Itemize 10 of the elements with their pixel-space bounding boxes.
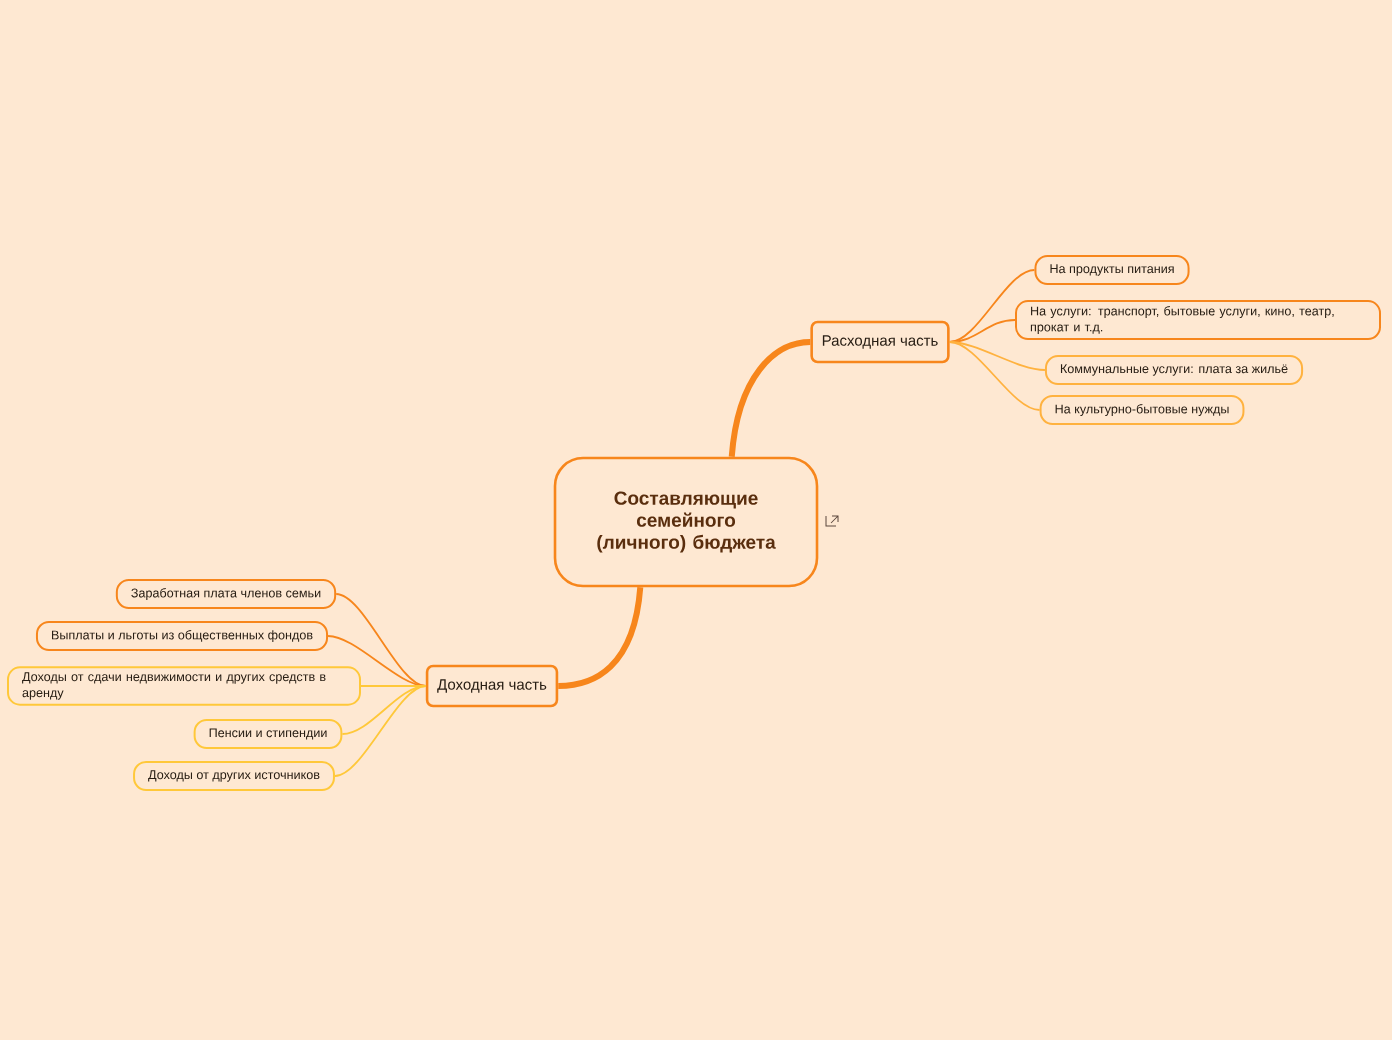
- connector: [335, 593, 427, 687]
- connector: [948, 341, 1046, 371]
- connector: [948, 341, 1041, 411]
- connector: [728, 339, 811, 458]
- connector: [948, 269, 1036, 343]
- connector: [334, 685, 427, 777]
- connector: [558, 586, 644, 689]
- connector: [360, 685, 427, 687]
- connector: [341, 685, 427, 735]
- topic-box: Составляющие семейного (личного) бюджета: [553, 456, 819, 588]
